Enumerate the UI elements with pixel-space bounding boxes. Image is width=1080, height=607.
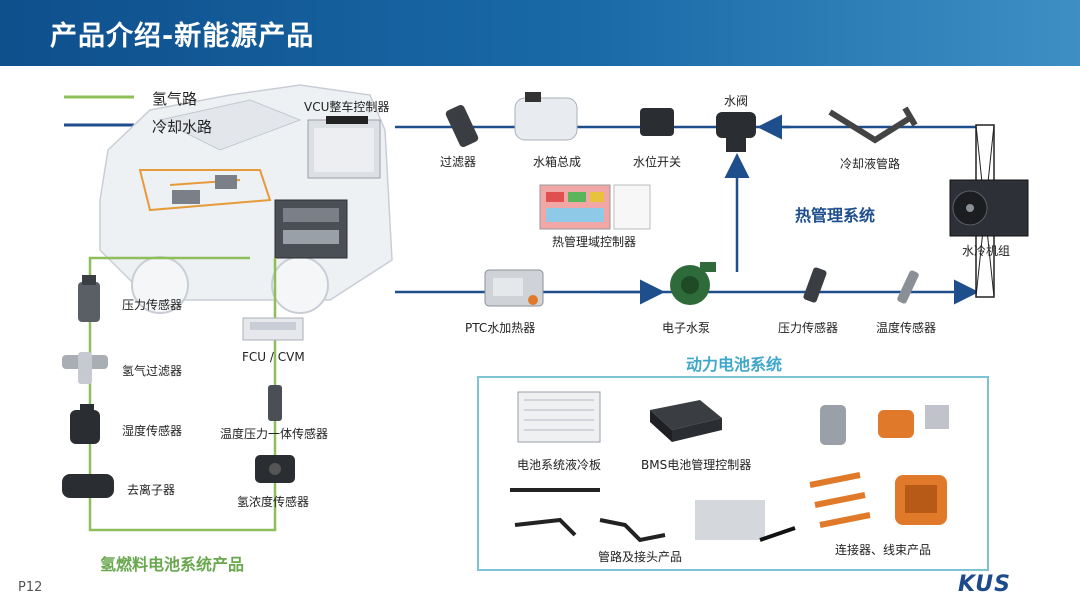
filter-icon bbox=[445, 104, 479, 148]
vcu-label: VCU整车控制器 bbox=[304, 100, 390, 114]
vcu-controller bbox=[307, 116, 381, 179]
h2-concentration-sensor-icon bbox=[255, 455, 295, 483]
temp-pressure-sensor-icon bbox=[268, 385, 282, 421]
filter-label: 过滤器 bbox=[440, 155, 477, 169]
chiller-label: 水冷机组 bbox=[962, 244, 1011, 258]
ptc-label: PTC水加热器 bbox=[465, 321, 536, 335]
pipes-label: 管路及接头产品 bbox=[598, 550, 683, 564]
temp-sensor-label: 温度传感器 bbox=[876, 321, 937, 335]
h2-concentration-label: 氢浓度传感器 bbox=[237, 495, 310, 509]
coolant-pipe-icon bbox=[828, 106, 918, 144]
connectors-label: 连接器、线束产品 bbox=[835, 543, 932, 557]
battery-system-title: 动力电池系统 bbox=[686, 355, 783, 374]
h2-pressure-sensor-icon bbox=[78, 275, 100, 322]
connectors-icon bbox=[809, 405, 949, 528]
deionizer-label: 去离子器 bbox=[127, 483, 176, 497]
pipe-label: 冷却液管路 bbox=[840, 157, 901, 171]
hydrogen-loop bbox=[88, 256, 277, 532]
pressure-sensor-label: 压力传感器 bbox=[778, 321, 839, 335]
h2-pressure-sensor-label: 压力传感器 bbox=[122, 298, 183, 312]
title-bar: 产品介绍-新能源产品 bbox=[0, 0, 1080, 66]
thermal-system-title: 热管理系统 bbox=[795, 206, 876, 225]
ptc-heater-icon bbox=[484, 269, 544, 307]
humidity-sensor-icon bbox=[70, 404, 100, 444]
pump-label: 电子水泵 bbox=[662, 321, 711, 335]
valve-icon bbox=[716, 112, 756, 152]
legend-hydrogen-label: 氢气路 bbox=[152, 90, 198, 108]
domain-controller-icon bbox=[539, 184, 651, 230]
page-number: P12 bbox=[18, 580, 43, 595]
legend-coolant-label: 冷却水路 bbox=[152, 118, 213, 136]
battery-system-box bbox=[477, 376, 989, 571]
pressure-sensor-icon bbox=[803, 267, 827, 303]
page-title: 产品介绍-新能源产品 bbox=[50, 21, 315, 52]
temp-pressure-label: 温度压力一体传感器 bbox=[220, 427, 329, 441]
fcu-label: FCU / CVM bbox=[242, 350, 305, 364]
deionizer-icon bbox=[62, 474, 114, 498]
pipes-icon bbox=[510, 488, 796, 543]
pump-icon bbox=[670, 262, 716, 305]
humidity-sensor-label: 湿度传感器 bbox=[122, 424, 183, 438]
h2-filter-icon bbox=[62, 352, 108, 384]
chiller-frame bbox=[949, 124, 1029, 298]
tank-label: 水箱总成 bbox=[533, 155, 582, 169]
bms-icon bbox=[650, 400, 722, 442]
valve-label: 水阀 bbox=[724, 94, 749, 108]
kus-logo: KUS bbox=[958, 572, 1011, 597]
hydrogen-system-title: 氢燃料电池系统产品 bbox=[100, 555, 245, 574]
cold-plate-label: 电池系统液冷板 bbox=[517, 458, 602, 472]
h2-filter-label: 氢气过滤器 bbox=[122, 364, 183, 378]
level-switch-icon bbox=[640, 108, 674, 136]
fcu-icon bbox=[242, 317, 304, 341]
level-switch-label: 水位开关 bbox=[633, 155, 682, 169]
tank-icon bbox=[514, 92, 578, 141]
cold-plate-icon bbox=[517, 391, 601, 443]
domain-controller-label: 热管理域控制器 bbox=[552, 235, 637, 249]
bms-label: BMS电池管理控制器 bbox=[641, 458, 752, 472]
temp-sensor-icon bbox=[897, 270, 919, 304]
